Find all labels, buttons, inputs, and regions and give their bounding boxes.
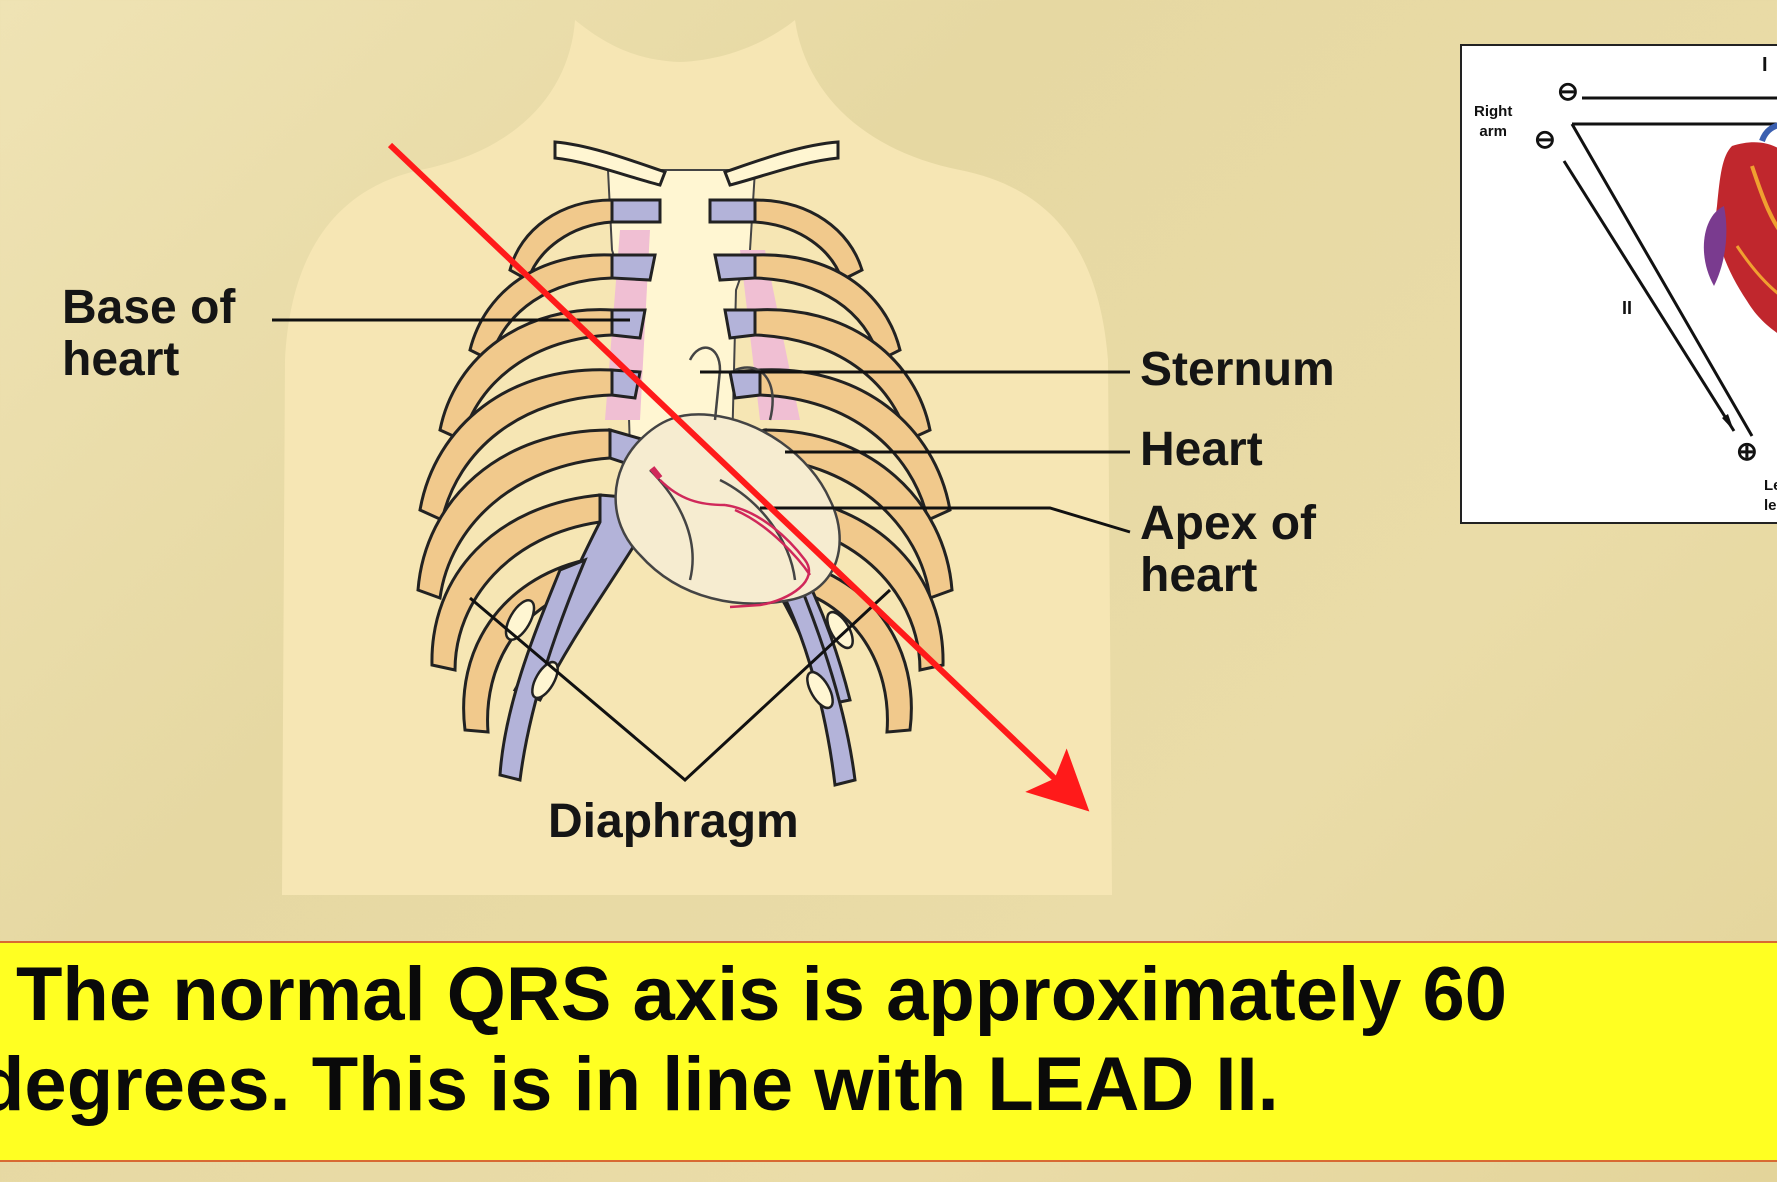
lead-one-label: I <box>1762 54 1768 76</box>
minus-sign-icon: ⊖ <box>1557 76 1579 106</box>
left-leg-line1: Le <box>1764 477 1777 494</box>
left-leg-line2: le <box>1764 497 1777 514</box>
apex-of-heart-label: Apex of heart <box>1140 498 1316 602</box>
lead-two-arrowhead <box>1722 414 1734 431</box>
einthoven-triangle-diagram <box>1562 96 1777 437</box>
minus-sign-icon: ⊖ <box>1534 124 1556 154</box>
lead-two-line <box>1562 160 1736 432</box>
triangle-left-edge <box>1570 123 1754 437</box>
einthoven-triangle-inset: I II Right arm ⊖ ⊖ ⊕ Le le <box>1460 44 1777 524</box>
left-leg-label: Le le <box>1764 476 1777 516</box>
right-clavicle <box>553 140 667 187</box>
left-clavicle <box>723 140 840 187</box>
caption-band: The normal QRS axis is approximately 60 … <box>0 941 1777 1162</box>
caption-line-2: degrees. This is in line with LEAD II. <box>0 1042 1279 1127</box>
right-arm-label: Right arm <box>1474 102 1512 142</box>
plus-sign-icon: ⊕ <box>1736 436 1758 466</box>
diaphragm-label: Diaphragm <box>548 795 799 848</box>
right-arm-line2: arm <box>1479 123 1507 140</box>
conduction-pathway <box>649 466 812 609</box>
left-ribs <box>416 198 663 782</box>
heart-illustration-icon <box>614 346 841 605</box>
base-of-heart-line2: heart <box>62 333 180 386</box>
lead-two-label: II <box>1622 298 1633 318</box>
apex-of-heart-line2: heart <box>1140 549 1258 602</box>
heart-label: Heart <box>1140 423 1263 476</box>
heart-illustration-icon <box>1703 122 1777 333</box>
base-of-heart-line1: Base of <box>62 281 236 334</box>
right-arm-line1: Right <box>1474 103 1513 120</box>
apex-of-heart-line1: Apex of <box>1140 497 1317 550</box>
sternum-label: Sternum <box>1140 343 1335 396</box>
qrs-axis-arrow-icon <box>387 142 1090 812</box>
diaphragm-shape <box>504 599 854 710</box>
base-of-heart-label: Base of heart <box>62 282 235 386</box>
caption-line-1: The normal QRS axis is approximately 60 <box>16 952 1508 1037</box>
